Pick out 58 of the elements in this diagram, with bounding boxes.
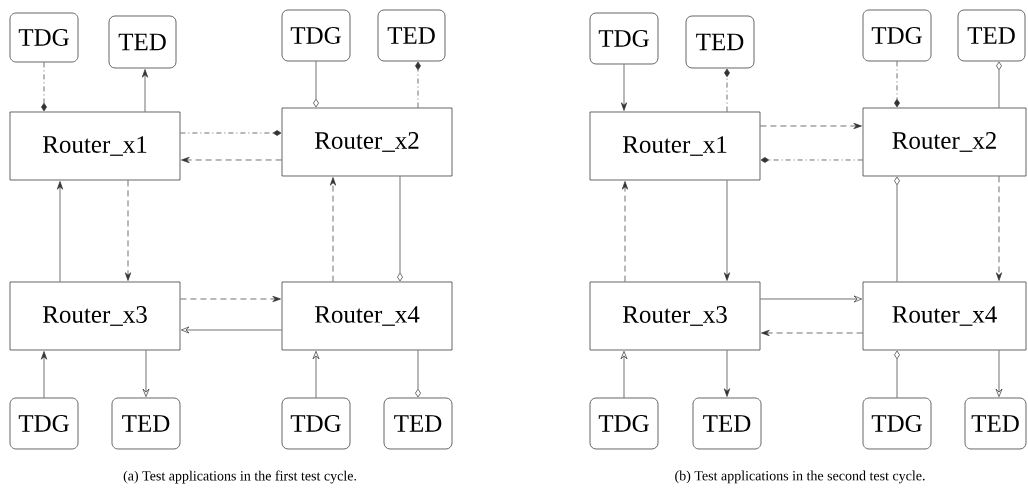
arrow — [995, 350, 1003, 397]
arrow — [397, 176, 403, 282]
arrow — [141, 69, 149, 112]
arrow — [894, 350, 900, 398]
router-box: Router_x3 — [589, 281, 761, 351]
arrow — [329, 177, 337, 282]
arrow — [723, 180, 731, 281]
router-box: Router_x1 — [589, 111, 761, 181]
rounded-box: TED — [964, 397, 1027, 450]
arrow — [995, 176, 1003, 281]
arrow — [415, 350, 421, 398]
router-box: Router_x2 — [281, 107, 453, 177]
rounded-box: TED — [383, 397, 453, 450]
router-box: Router_x1 — [9, 111, 181, 181]
rounded-box: TED — [685, 15, 755, 69]
arrow — [760, 157, 863, 163]
rounded-box: TDG — [9, 397, 79, 450]
rounded-box: TDG — [862, 9, 932, 62]
rounded-box: TED — [377, 9, 446, 62]
rounded-box: TED — [111, 397, 181, 450]
arrow — [760, 295, 862, 303]
rounded-box: TDG — [281, 9, 351, 62]
arrow — [180, 130, 282, 136]
rounded-box: TDG — [589, 12, 659, 65]
arrow — [620, 350, 628, 398]
caption: (a) Test applications in the first test cycle. — [123, 470, 357, 484]
rounded-box: TDG — [9, 12, 79, 63]
rounded-box: TDG — [862, 397, 932, 450]
arrow — [761, 329, 863, 337]
router-box: Router_x4 — [862, 281, 1027, 351]
rounded-box: TED — [692, 397, 762, 450]
arrow — [894, 61, 900, 108]
arrow — [312, 350, 320, 398]
arrow — [415, 61, 421, 108]
router-box: Router_x2 — [862, 107, 1027, 177]
arrow — [180, 295, 281, 303]
arrow — [40, 351, 48, 398]
arrow — [181, 326, 282, 334]
arrow — [56, 181, 64, 282]
arrow — [620, 64, 628, 111]
caption: (b) Test applications in the second test cycle. — [675, 470, 925, 484]
arrow — [894, 176, 900, 282]
arrow — [621, 181, 629, 282]
rounded-box: TDG — [281, 397, 351, 450]
arrow — [181, 156, 282, 164]
arrow — [41, 62, 47, 112]
rounded-box: TED — [108, 15, 177, 69]
arrow — [996, 61, 1002, 108]
router-box: Router_x4 — [281, 281, 453, 351]
arrow — [760, 122, 862, 130]
arrow — [724, 68, 730, 112]
arrow — [124, 180, 132, 281]
rounded-box: TDG — [589, 397, 659, 450]
arrow — [313, 61, 319, 108]
router-box: Router_x3 — [9, 281, 181, 351]
arrow — [723, 350, 731, 397]
rounded-box: TED — [957, 9, 1026, 62]
arrow — [142, 350, 150, 397]
